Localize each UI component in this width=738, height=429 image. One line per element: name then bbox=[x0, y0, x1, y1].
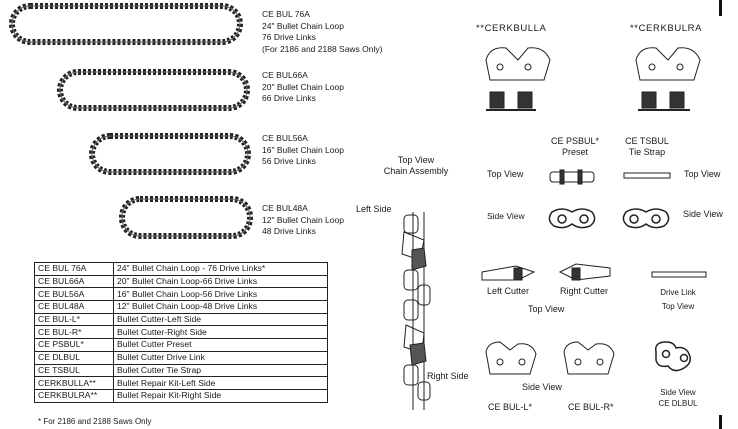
chain-loop-label-66: CE BUL66A 20" Bullet Chain Loop 66 Drive… bbox=[262, 70, 344, 105]
cutters-side-view-label: Side View bbox=[522, 382, 562, 392]
side-view-label-left: Side View bbox=[487, 211, 525, 221]
part-description: Bullet Repair Kit-Left Side bbox=[113, 376, 328, 390]
part-description: 24" Bullet Chain Loop - 76 Drive Links* bbox=[113, 262, 328, 276]
loop-links: 48 Drive Links bbox=[262, 226, 316, 236]
table-row: CE PSBUL*Bullet Cutter Preset bbox=[34, 338, 328, 352]
repair-kit-right-drawing bbox=[635, 47, 701, 111]
left-cutter-label: Left Cutter bbox=[487, 286, 530, 296]
part-description: 20" Bullet Chain Loop-66 Drive Links bbox=[113, 274, 328, 289]
chain-assembly-drawing bbox=[401, 212, 431, 410]
right-cutter-side-view-drawing bbox=[563, 341, 615, 375]
tie-strap-side-view-drawing bbox=[622, 208, 670, 229]
part-number: CE DLBUL bbox=[34, 350, 114, 365]
cutters-top-view-label: Top View bbox=[528, 304, 565, 314]
drive-link-side-view-drawing bbox=[654, 341, 691, 372]
right-cutter-sku-label: CE BUL-R* bbox=[568, 402, 614, 412]
drive-link-top-view-label: Top View bbox=[661, 302, 695, 311]
loop-desc: 12" Bullet Chain Loop bbox=[262, 214, 344, 225]
table-row: CERKBULLA**Bullet Repair Kit-Left Side bbox=[34, 376, 328, 390]
right-cutter-top-view-drawing bbox=[558, 263, 611, 281]
drive-link-title: Drive Link bbox=[660, 288, 696, 297]
part-number: CE BUL48A bbox=[34, 300, 114, 314]
part-description: Bullet Repair Kit-Right Side bbox=[113, 388, 328, 403]
preset-name-label: Preset bbox=[561, 147, 588, 157]
chain-loop-label-56: CE BUL56A 16" Bullet Chain Loop 56 Drive… bbox=[262, 133, 344, 168]
loop-desc: 20" Bullet Chain Loop bbox=[262, 81, 344, 92]
repair-kit-left-drawing bbox=[485, 47, 551, 111]
page-edge-bar-bottom bbox=[719, 415, 722, 429]
part-number: CERKBULRA** bbox=[34, 388, 114, 403]
side-view-label-right: Side View bbox=[683, 209, 723, 219]
loop-links: 66 Drive Links bbox=[262, 93, 316, 103]
table-row: CE BUL-R*Bullet Cutter-Right Side bbox=[34, 325, 328, 340]
part-number: CE BUL-R* bbox=[34, 325, 114, 340]
drive-link-side-view-label: Side View bbox=[660, 388, 696, 397]
part-description: Bullet Cutter-Right Side bbox=[113, 325, 328, 340]
chain-loop-76 bbox=[9, 3, 243, 45]
loop-sku: CE BUL 76A bbox=[262, 9, 310, 19]
chain-loop-66 bbox=[57, 69, 250, 111]
part-number: CE BUL66A bbox=[34, 274, 114, 289]
chain-loop-56 bbox=[89, 133, 251, 175]
assembly-right-side-label: Right Side bbox=[427, 371, 469, 381]
part-description: Bullet Cutter Preset bbox=[113, 338, 328, 352]
preset-sku-label: CE PSBUL* bbox=[550, 136, 600, 146]
left-cutter-sku-label: CE BUL-L* bbox=[488, 402, 533, 412]
loop-links: 56 Drive Links bbox=[262, 156, 316, 166]
top-view-label-left: Top View bbox=[487, 169, 524, 179]
part-number: CE BUL 76A bbox=[34, 262, 114, 276]
tie-strap-top-view-drawing bbox=[623, 172, 671, 179]
table-row: CERKBULRA**Bullet Repair Kit-Right Side bbox=[34, 388, 328, 403]
loop-desc: 16" Bullet Chain Loop bbox=[262, 144, 344, 155]
tie-strap-sku-label: CE TSBUL bbox=[625, 136, 669, 146]
assembly-left-side-label: Left Side bbox=[356, 204, 392, 214]
right-cutter-label: Right Cutter bbox=[560, 286, 609, 296]
part-number: CE TSBUL bbox=[34, 363, 114, 378]
chain-loop-label-48: CE BUL48A 12" Bullet Chain Loop 48 Drive… bbox=[262, 203, 344, 238]
drive-link-top-view-drawing bbox=[651, 271, 707, 278]
drive-link-sku-label: CE DLBUL bbox=[658, 399, 698, 408]
repair-kit-right-label: **CERKBULRA bbox=[630, 23, 703, 34]
loop-sku: CE BUL56A bbox=[262, 133, 308, 143]
chain-loop-48 bbox=[119, 196, 253, 239]
page-edge-bar-top bbox=[719, 0, 722, 16]
part-number: CE PSBUL* bbox=[34, 338, 114, 352]
table-footnote: * For 2186 and 2188 Saws Only bbox=[38, 417, 152, 426]
part-description: 12" Bullet Chain Loop-48 Drive Links bbox=[113, 300, 328, 314]
loop-sku: CE BUL48A bbox=[262, 203, 308, 213]
loop-links: 76 Drive Links bbox=[262, 32, 316, 42]
part-description: 16" Bullet Chain Loop-56 Drive Links bbox=[113, 287, 328, 302]
part-number: CERKBULLA** bbox=[34, 376, 114, 390]
part-description: Bullet Cutter Drive Link bbox=[113, 350, 328, 365]
part-description: Bullet Cutter Tie Strap bbox=[113, 363, 328, 378]
loop-note: (For 2186 and 2188 Saws Only) bbox=[262, 43, 383, 54]
loop-desc: 24" Bullet Chain Loop bbox=[262, 20, 344, 31]
preset-top-view-drawing bbox=[549, 169, 595, 185]
chain-loop-label-76: CE BUL 76A 24" Bullet Chain Loop 76 Driv… bbox=[262, 9, 382, 55]
top-view-label-right: Top View bbox=[684, 169, 721, 179]
part-number: CE BUL56A bbox=[34, 287, 114, 302]
assembly-title-chain-assembly: Chain Assembly bbox=[383, 166, 449, 176]
repair-kit-left-label: **CERKBULLA bbox=[476, 23, 547, 34]
assembly-title-top-view: Top View bbox=[397, 155, 435, 165]
tie-strap-name-label: Tie Strap bbox=[628, 147, 666, 157]
loop-sku: CE BUL66A bbox=[262, 70, 308, 80]
part-number: CE BUL-L* bbox=[34, 312, 114, 327]
left-cutter-top-view-drawing bbox=[481, 265, 536, 281]
preset-side-view-drawing bbox=[548, 208, 596, 229]
part-description: Bullet Cutter-Left Side bbox=[113, 312, 328, 327]
table-row: CE BUL-L*Bullet Cutter-Left Side bbox=[34, 312, 328, 327]
left-cutter-side-view-drawing bbox=[485, 341, 537, 375]
